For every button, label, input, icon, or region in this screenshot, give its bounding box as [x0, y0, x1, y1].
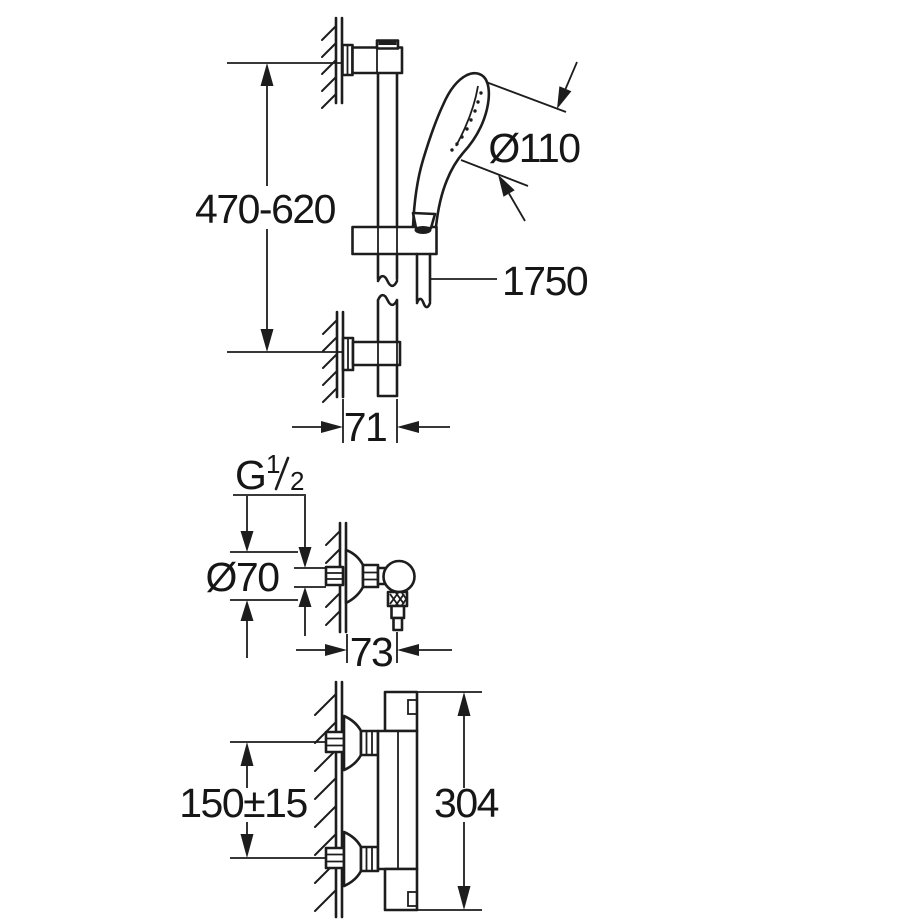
union-nut-bottom: [359, 845, 380, 873]
dimension-thread: [294, 496, 326, 636]
hose-length-label: 1750: [502, 258, 588, 304]
thermostat-view: 150±15 304: [179, 680, 500, 919]
inlet-connections: [324, 714, 380, 888]
union-wall-offset-label: 73: [350, 629, 393, 675]
hose-break-icon: [415, 297, 432, 309]
inlet-spacing-label: 150±15: [179, 780, 307, 826]
thread-denominator: 2: [290, 466, 304, 496]
thread-size-label: G 1 2: [233, 449, 306, 498]
dimension-overall-height: 304: [417, 691, 500, 911]
dimension-head-diameter: Ø110: [460, 61, 582, 222]
union-fitting: [324, 548, 416, 632]
thermostat-body: [376, 690, 419, 912]
handle-top: [383, 690, 419, 733]
union-nut: [361, 563, 380, 589]
union-nut-top: [359, 729, 380, 757]
dimension-inlet-spacing: 150±15: [179, 741, 326, 859]
wall-union-view: G 1 2 Ø70 73: [206, 449, 452, 675]
fraction-slash-icon: [274, 456, 290, 491]
spray-face-line: [455, 85, 479, 147]
rail-break-icon: [376, 274, 399, 288]
ball-joint: [382, 559, 416, 594]
overall-height-label: 304: [434, 780, 499, 826]
shower-rail-set-view: 470-620 Ø110 1750 71: [195, 16, 589, 450]
hand-shower: [411, 71, 491, 229]
wall-hatching: [314, 693, 337, 912]
dimension-escutcheon-diameter: Ø70: [206, 496, 298, 658]
inlet-nipple-top: [324, 730, 346, 754]
wall-lower: [322, 310, 402, 403]
handle-bottom: [383, 867, 419, 912]
dimension-rail-height-range: 470-620: [195, 62, 344, 353]
rail-holder: [351, 211, 438, 256]
escutcheon-cone: [344, 548, 365, 605]
wall-hatching: [321, 25, 337, 109]
dimension-hose-length: 1750: [430, 258, 589, 304]
escutcheon-cone-bottom: [342, 830, 363, 888]
wall-upper: [321, 16, 404, 109]
rail-bracket-bottom: [351, 340, 402, 367]
shower-hose: [415, 252, 432, 309]
wall-bottom: [314, 680, 344, 919]
thread-nipple: [324, 565, 345, 587]
thread-prefix: G: [235, 452, 265, 498]
spray-nozzles: [450, 91, 483, 152]
thread-numerator: 1: [266, 449, 280, 479]
rail-height-range-label: 470-620: [195, 186, 336, 232]
hose-outlet: [390, 604, 406, 620]
rail-wall-offset-label: 71: [344, 404, 387, 450]
wall-hatching: [322, 319, 338, 403]
inlet-nipple-bottom: [324, 846, 346, 870]
head-diameter-label: Ø110: [488, 125, 580, 171]
hand-shower-cone-nut: [411, 211, 437, 230]
escutcheon-diameter-label: Ø70: [206, 554, 280, 600]
escutcheon-cone-top: [342, 714, 363, 772]
rail-break-icon: [376, 293, 399, 307]
dimension-rail-wall-offset: 71: [292, 399, 450, 450]
wall-hatching: [325, 530, 341, 626]
dimension-union-wall-offset: 73: [296, 629, 452, 675]
